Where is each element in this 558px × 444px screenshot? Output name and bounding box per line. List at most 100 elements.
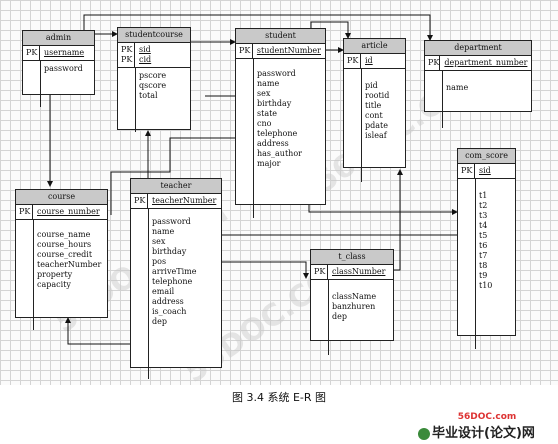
logo-mark-icon bbox=[418, 427, 430, 440]
attr: email bbox=[152, 287, 175, 296]
attr: sex bbox=[257, 89, 271, 98]
key-field: course_number bbox=[37, 207, 100, 216]
attr: pid bbox=[365, 81, 378, 90]
attr: password bbox=[152, 217, 191, 226]
student-course-line bbox=[110, 137, 235, 215]
attr: major bbox=[257, 159, 281, 168]
attr: className bbox=[332, 292, 377, 301]
entity-article: article PK id pid rootid title cont pdat… bbox=[343, 38, 406, 182]
key-field: department_number bbox=[444, 58, 528, 67]
attr: property bbox=[37, 270, 73, 279]
entity-course: course PK course_number course_name cour… bbox=[15, 189, 108, 330]
er-diagram: 56DOC.COM 56DOC.COM 56DOC.COM admin bbox=[0, 0, 558, 390]
admin-department-line bbox=[83, 14, 433, 41]
pk-label: PK bbox=[23, 46, 40, 60]
figure-caption: 图 3.4 系统 E-R 图 bbox=[231, 391, 327, 404]
attr: address bbox=[152, 297, 184, 306]
attr: t2 bbox=[479, 201, 488, 210]
pk-label: PK bbox=[344, 54, 361, 68]
attr: t5 bbox=[479, 231, 488, 240]
attr: birthday bbox=[152, 247, 187, 256]
attr: t8 bbox=[479, 261, 488, 270]
attr: t9 bbox=[479, 271, 488, 280]
attr: arriveTime bbox=[152, 267, 197, 276]
attr: name bbox=[152, 227, 175, 236]
entity-t-class: t_class PK classNumber className banzhur… bbox=[310, 249, 394, 355]
entity-student: student PK studentNumber password name s… bbox=[235, 28, 326, 218]
attr: course_hours bbox=[37, 240, 92, 249]
pk-label: PK bbox=[425, 56, 441, 70]
attr: capacity bbox=[37, 280, 71, 289]
attr: is_coach bbox=[152, 307, 187, 316]
entity-com-score: com_score PK sid t1 t2 t3 t4 t5 t6 t7 t8… bbox=[457, 148, 516, 349]
attr: total bbox=[139, 91, 158, 100]
attr: t10 bbox=[479, 281, 493, 290]
entity-title: department bbox=[425, 41, 531, 56]
pk-label: PK bbox=[311, 265, 328, 279]
teacher-course-line bbox=[65, 317, 130, 345]
attr: course_credit bbox=[37, 250, 93, 259]
attr: birthday bbox=[257, 99, 292, 108]
key-field: id bbox=[365, 56, 373, 65]
attr: qscore bbox=[139, 81, 167, 90]
attr: t7 bbox=[479, 251, 488, 260]
attr: isleaf bbox=[365, 131, 387, 140]
attr: t1 bbox=[479, 191, 488, 200]
logo-name: 毕业设计(论文)网 bbox=[432, 426, 535, 441]
entity-title: student bbox=[236, 29, 325, 44]
pk-label: PK bbox=[121, 45, 133, 54]
pk-label: PK bbox=[16, 205, 33, 219]
student-article-line bbox=[310, 21, 351, 39]
attr: telephone bbox=[257, 129, 298, 138]
attr: password bbox=[257, 69, 296, 78]
key-field: teacherNumber bbox=[152, 196, 217, 205]
entity-title: course bbox=[16, 190, 107, 205]
entity-title: admin bbox=[23, 31, 94, 46]
attr: password bbox=[44, 64, 83, 73]
entity-title: t_class bbox=[311, 250, 393, 265]
entity-title: teacher bbox=[131, 179, 221, 194]
attr: cno bbox=[257, 119, 272, 128]
pk-label: PK bbox=[458, 164, 475, 178]
attr: teacherNumber bbox=[37, 260, 102, 269]
pk-label: PK bbox=[236, 44, 253, 58]
attr: banzhuren bbox=[332, 302, 376, 311]
entity-title: com_score bbox=[458, 149, 515, 164]
attr: name bbox=[446, 83, 469, 92]
entity-teacher: teacher PK teacherNumber password name s… bbox=[130, 178, 222, 379]
attr: t6 bbox=[479, 241, 488, 250]
key-field: cid bbox=[139, 55, 152, 64]
entity-department: department PK department_number name bbox=[424, 40, 532, 128]
attr: title bbox=[365, 101, 382, 110]
attr: sex bbox=[152, 237, 166, 246]
pk-label: PK bbox=[131, 194, 148, 208]
attr: dep bbox=[332, 312, 347, 321]
attr: state bbox=[257, 109, 278, 118]
relationship-lines bbox=[47, 14, 463, 345]
tclass-article-line bbox=[394, 169, 403, 271]
key-field: username bbox=[44, 48, 85, 57]
attr: dep bbox=[152, 317, 167, 326]
student-comscore-line bbox=[308, 205, 458, 215]
attr: telephone bbox=[152, 277, 193, 286]
attr: rootid bbox=[365, 91, 390, 100]
site-logo[interactable]: 56DOC.com 毕业设计(论文)网 bbox=[418, 412, 556, 442]
attr: address bbox=[257, 139, 289, 148]
attr: t3 bbox=[479, 211, 488, 220]
teacher-tclass-line bbox=[222, 261, 309, 279]
key-field: sid bbox=[139, 45, 151, 54]
entity-admin: admin PK username password bbox=[22, 30, 95, 107]
attr: name bbox=[257, 79, 280, 88]
key-field: classNumber bbox=[332, 267, 386, 276]
attr: t4 bbox=[479, 221, 488, 230]
attr: course_name bbox=[37, 230, 91, 239]
attr: cont bbox=[365, 111, 383, 120]
key-field: studentNumber bbox=[256, 46, 321, 55]
attr: pos bbox=[152, 257, 167, 266]
attr: has_author bbox=[257, 149, 302, 158]
attr: pdate bbox=[365, 121, 388, 130]
key-field: sid bbox=[479, 166, 491, 175]
logo-site: 56DOC.com bbox=[457, 412, 517, 422]
entity-title: article bbox=[344, 39, 405, 54]
